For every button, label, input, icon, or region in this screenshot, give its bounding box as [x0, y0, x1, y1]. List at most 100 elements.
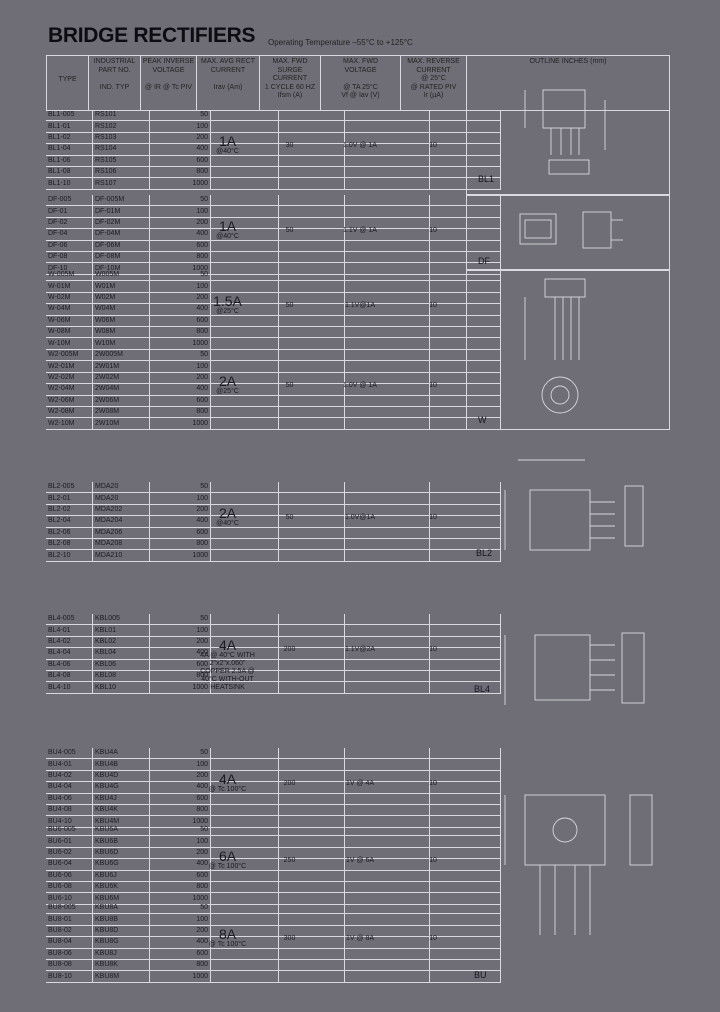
- cell-industrial-part: KBU4D: [92, 770, 150, 782]
- cell-piv: 50: [149, 195, 211, 206]
- cell-piv: 100: [149, 624, 211, 637]
- cell-piv: 100: [149, 913, 211, 926]
- cell-piv: 100: [149, 120, 211, 133]
- bl2-outline-drawing: [504, 459, 644, 551]
- cell-ir: [429, 614, 501, 625]
- group-surge: 50: [259, 227, 320, 234]
- cell-type: W2-08M: [46, 406, 93, 418]
- cell-industrial-part: KBL10: [92, 681, 150, 694]
- cell-industrial-part: KBU6A: [92, 825, 150, 836]
- cell-vf: [344, 155, 430, 167]
- cell-current: [210, 315, 279, 327]
- package-label-df: DF: [478, 256, 490, 266]
- surge-value: 50: [285, 302, 294, 310]
- vf-value: 1.1V @ 1A: [343, 227, 377, 235]
- cell-vf: [344, 815, 430, 828]
- cell-surge: [278, 372, 345, 384]
- cell-industrial-part: MDA208: [92, 538, 150, 550]
- current-note: @ Tc 100°C: [208, 786, 247, 794]
- header-type: TYPE: [47, 56, 89, 110]
- cell-piv: 800: [149, 670, 211, 682]
- cell-current: [210, 959, 279, 971]
- group-vf: 1V @ 6A: [320, 857, 400, 864]
- cell-piv: 1000: [149, 177, 211, 190]
- cell-ir: [429, 770, 501, 782]
- cell-ir: [429, 970, 501, 983]
- cell-piv: 600: [149, 240, 211, 252]
- cell-ir: [429, 892, 501, 905]
- cell-piv: 200: [149, 770, 211, 782]
- cell-surge: [278, 770, 345, 782]
- cell-vf: [344, 614, 430, 625]
- cell-ir: [429, 315, 501, 327]
- cell-current: [210, 835, 279, 848]
- cell-vf: [344, 262, 430, 275]
- cell-type: BL1-02: [46, 132, 93, 144]
- cell-industrial-part: KBU6D: [92, 847, 150, 859]
- cell-ir: [429, 350, 501, 361]
- cell-industrial-part: KBU4A: [92, 748, 150, 759]
- cell-industrial-part: W04M: [92, 303, 150, 316]
- group-vf: 1.1V @ 1A: [320, 227, 400, 234]
- cell-current: [210, 748, 279, 759]
- cell-piv: 50: [149, 350, 211, 361]
- cell-type: W-08M: [46, 326, 93, 338]
- cell-surge: [278, 835, 345, 848]
- cell-ir: [429, 527, 501, 539]
- cell-vf: [344, 948, 430, 960]
- surge-value: 250: [283, 857, 296, 865]
- cell-industrial-part: W06M: [92, 315, 150, 327]
- group-current: 2A@25°C: [196, 374, 259, 396]
- cell-industrial-part: W10M: [92, 337, 150, 350]
- cell-vf: [344, 847, 430, 859]
- cell-surge: [278, 825, 345, 836]
- vf-value: 1.1V@2A: [344, 646, 376, 654]
- cell-industrial-part: 2W01M: [92, 360, 150, 373]
- cell-ir: [429, 120, 501, 133]
- cell-piv: 50: [149, 110, 211, 121]
- cell-vf: [344, 892, 430, 905]
- cell-piv: 400: [149, 228, 211, 241]
- cell-current: [210, 847, 279, 859]
- cell-industrial-part: KBU4B: [92, 758, 150, 771]
- cell-ir: [429, 835, 501, 848]
- cell-type: BL2-01: [46, 492, 93, 505]
- group-current: 1.5A@25°C: [196, 294, 259, 316]
- cell-type: BL4-04: [46, 647, 93, 660]
- current-value: 4A: [218, 771, 237, 788]
- group-vf: 1.0V @ 1A: [320, 142, 400, 149]
- cell-type: BU8-02: [46, 925, 93, 937]
- cell-ir: [429, 205, 501, 218]
- cell-current: [210, 303, 279, 316]
- cell-current: [210, 515, 279, 528]
- cell-current: [210, 143, 279, 156]
- current-note: @25°C: [216, 388, 239, 396]
- cell-ir: [429, 395, 501, 407]
- cell-surge: [278, 492, 345, 505]
- cell-industrial-part: KBL01: [92, 624, 150, 637]
- cell-vf: [344, 110, 430, 121]
- cell-type: BL2-06: [46, 527, 93, 539]
- cell-vf: [344, 280, 430, 293]
- package-label-bu: BU: [474, 970, 487, 980]
- cell-vf: [344, 515, 430, 528]
- cell-industrial-part: W005M: [92, 270, 150, 281]
- current-value: 6A: [218, 848, 237, 865]
- cell-industrial-part: KBU6M: [92, 892, 150, 905]
- cell-vf: [344, 350, 430, 361]
- cell-industrial-part: KBU6J: [92, 870, 150, 882]
- vf-value: 1V @ 6A: [345, 857, 375, 865]
- cell-type: BL2-08: [46, 538, 93, 550]
- vf-value: 1V @ 4A: [345, 780, 375, 788]
